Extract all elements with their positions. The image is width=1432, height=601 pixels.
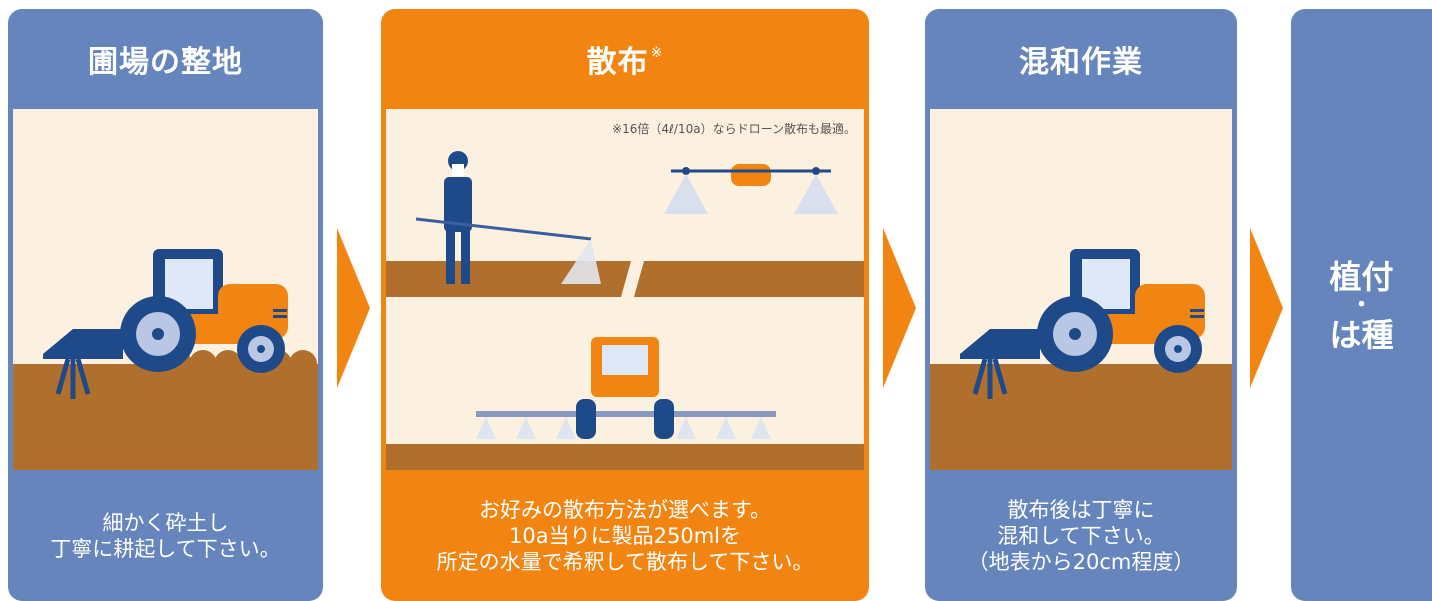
footnote-mark: ※ <box>650 45 664 61</box>
title-line: ・ <box>1350 293 1373 318</box>
arrow-right-icon <box>883 228 916 388</box>
desc-line: 10a当りに製品250mlを <box>509 523 741 548</box>
desc-line: 細かく砕土し <box>102 510 229 535</box>
step-card-mixing: 混和作業 散布後は丁寧に 混和して下さい。 （地表から20cm程度） <box>925 9 1237 601</box>
step-title: 混和作業 <box>1019 45 1143 80</box>
drone-footnote: ※16倍（4ℓ/10a）ならドローン散布も最適。 <box>612 122 856 136</box>
desc-line: 丁寧に耕起して下さい。 <box>50 536 281 561</box>
desc-line: お好みの散布方法が選べます。 <box>479 497 771 522</box>
arrow-right-icon <box>1250 228 1283 388</box>
title-line: は種 <box>1329 316 1394 354</box>
step-title-text: 散布 <box>586 45 649 80</box>
step-description: 細かく砕土し 丁寧に耕起して下さい。 <box>8 470 323 601</box>
desc-line: 所定の水量で希釈して散布して下さい。 <box>436 549 814 574</box>
desc-line: 散布後は丁寧に <box>1007 497 1155 522</box>
step-card-spraying: 散布※ <box>381 9 869 601</box>
step-title: 圃場の整地 <box>88 45 243 80</box>
spraying-scene-icon <box>386 151 864 470</box>
tractor-mixing-illustration <box>930 109 1232 470</box>
arrow-right-icon <box>337 228 370 388</box>
step-description: お好みの散布方法が選べます。 10a当りに製品250mlを 所定の水量で希釈して… <box>381 470 869 601</box>
spraying-illustration: ※16倍（4ℓ/10a）ならドローン散布も最適。 <box>386 109 864 470</box>
tractor-icon <box>13 249 318 470</box>
desc-line: （地表から20cm程度） <box>967 549 1195 574</box>
step-description: 散布後は丁寧に 混和して下さい。 （地表から20cm程度） <box>925 470 1237 601</box>
step-card-planting: 植付 ・ は種 <box>1291 9 1432 601</box>
step-title: 植付 ・ は種 <box>1291 259 1432 353</box>
step-title: 散布※ <box>381 9 869 109</box>
step-card-field-prep: 圃場の整地 細かく <box>8 9 323 601</box>
tractor-icon <box>930 249 1232 470</box>
tractor-tilling-illustration <box>13 109 318 470</box>
desc-line: 混和して下さい。 <box>997 523 1165 548</box>
title-line: 植付 <box>1329 258 1394 296</box>
